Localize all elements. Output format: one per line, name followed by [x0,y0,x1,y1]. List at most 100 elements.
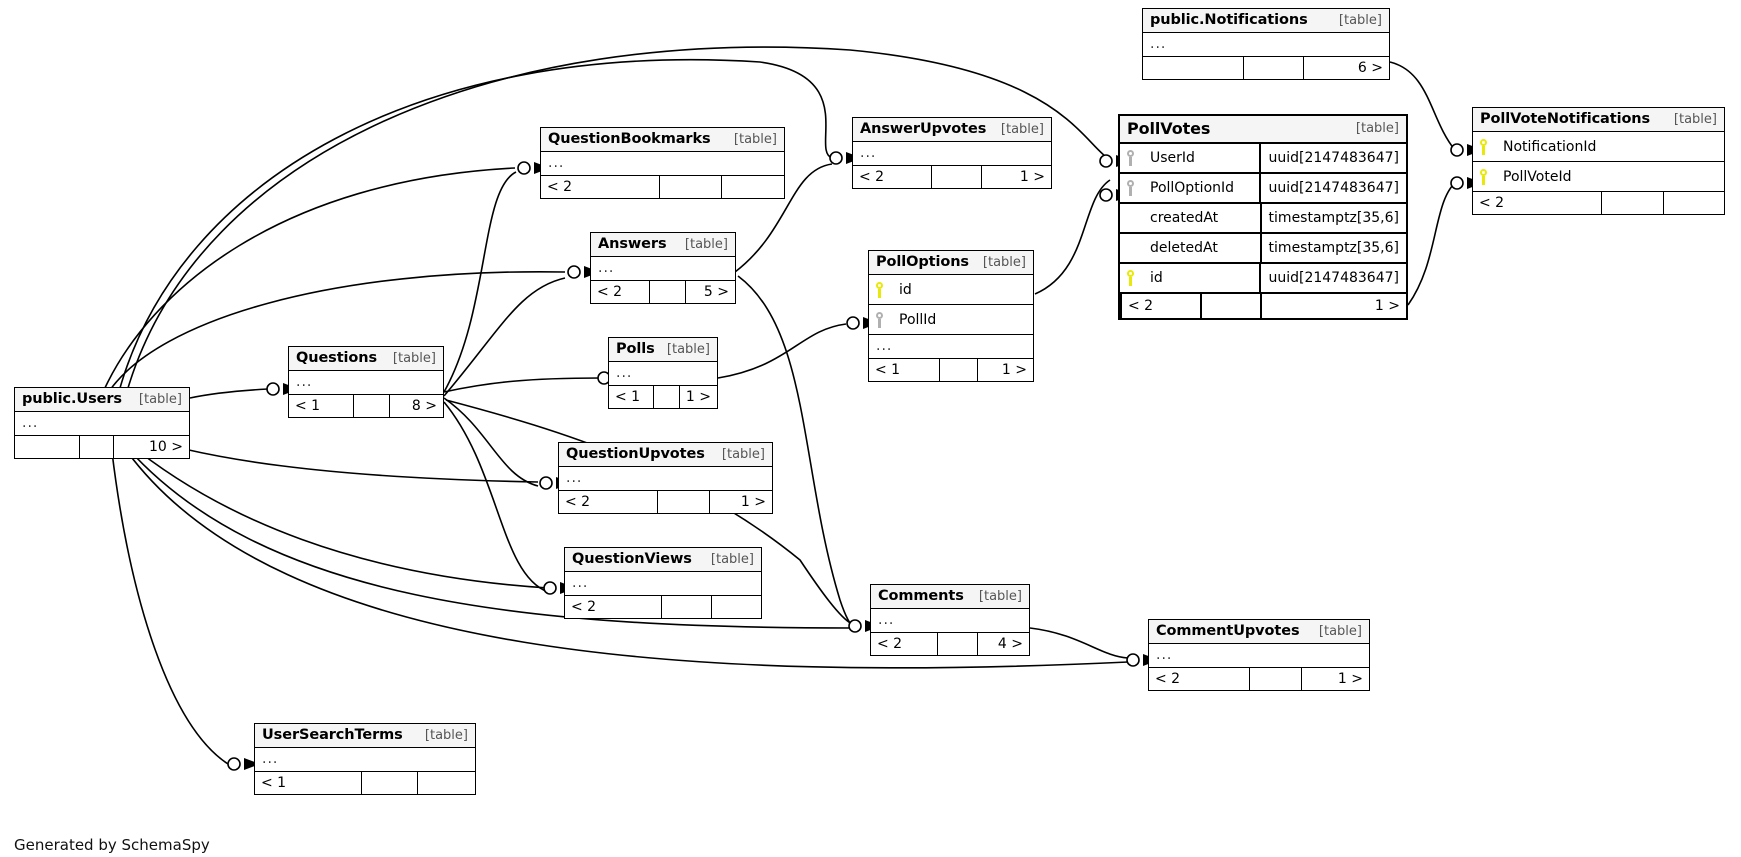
table-name: Comments [878,588,964,604]
column-row: UserId uuid[2147483647] [1120,144,1406,174]
table-node-usersearchterms[interactable]: UserSearchTerms [table] ... < 1 [254,723,476,795]
table-header: UserSearchTerms [table] [255,724,475,748]
footer-middle [661,596,711,618]
column-name-cell: createdAt [1120,210,1260,226]
table-header: Polls [table] [609,338,717,362]
table-header: QuestionBookmarks [table] [541,128,784,152]
columns-ellipsis: ... [869,335,1033,359]
columns-ellipsis: ... [1143,33,1389,57]
table-node-pollvotes[interactable]: PollVotes [table] UserId uuid[2147483647… [1118,114,1408,320]
table-node-answerupvotes[interactable]: AnswerUpvotes [table] ... < 2 1 > [852,117,1052,189]
table-node-comments[interactable]: Comments [table] ... < 2 4 > [870,584,1030,656]
column-type: uuid[2147483647] [1259,264,1406,292]
table-tag: [table] [1355,121,1399,136]
column-type: uuid[2147483647] [1259,174,1406,202]
table-node-commentupvotes[interactable]: CommentUpvotes [table] ... < 2 1 > [1148,619,1370,691]
footer-children: 4 > [977,633,1029,655]
table-node-polls[interactable]: Polls [table] ... < 1 1 > [608,337,718,409]
column-name: UserId [1150,150,1195,166]
table-node-polloptions[interactable]: PollOptions [table] id PollId ... < 1 1 … [868,250,1034,382]
footer-parents: < 1 [615,389,641,405]
columns-ellipsis: ... [289,371,443,395]
table-node-notifications[interactable]: public.Notifications [table] ... 6 > [1142,8,1390,80]
table-node-questionbookmarks[interactable]: QuestionBookmarks [table] ... < 2 [540,127,785,199]
table-header: Comments [table] [871,585,1029,609]
column-name-cell: id [1120,270,1259,286]
footer-parents: < 1 [875,362,901,378]
columns-ellipsis: ... [609,362,717,386]
footer-parents: < 1 [261,775,287,791]
table-name: PollVotes [1127,119,1211,138]
footer-children: 1 > [1301,668,1369,690]
table-node-users[interactable]: public.Users [table] ... 10 > [14,387,190,459]
column-row: PollOptionId uuid[2147483647] [1120,174,1406,204]
table-node-pollvotenotifications[interactable]: PollVoteNotifications [table] Notificati… [1472,107,1725,215]
column-row: createdAt timestamptz[35,6] [1120,204,1406,234]
columns-ellipsis: ... [1149,644,1369,668]
table-tag: [table] [684,236,728,252]
footer-children: 1 > [678,386,717,408]
column-name: PollOptionId [1150,180,1235,196]
table-name: Questions [296,350,378,366]
table-header: PollVoteNotifications [table] [1473,108,1724,132]
footer-children [711,596,761,618]
primary-key-icon [1480,138,1491,155]
footer-parents: < 1 [295,398,321,414]
footer-middle [931,166,981,188]
column-name-cell: PollId [869,311,1033,328]
table-tag: [table] [721,446,765,462]
column-type: timestamptz[35,6] [1259,204,1406,232]
table-node-questionviews[interactable]: QuestionViews [table] ... < 2 [564,547,762,619]
footer-children [721,176,784,198]
footer-children: 1 > [977,359,1033,381]
table-tag: [table] [978,588,1022,604]
columns-ellipsis: ... [541,152,784,176]
footer-parents: < 2 [1120,294,1200,318]
table-footer: < 2 5 > [591,281,735,303]
footer-children: 1 > [981,166,1051,188]
footer-middle [1200,294,1260,318]
table-header: CommentUpvotes [table] [1149,620,1369,644]
table-name: Polls [616,341,655,357]
footer-parents: < 2 [597,284,623,300]
table-name: public.Notifications [1150,12,1308,28]
table-name: QuestionViews [572,551,692,567]
footer-parents: < 2 [859,169,885,185]
table-name: public.Users [22,391,122,407]
table-header: public.Notifications [table] [1143,9,1389,33]
table-footer: < 2 [1473,192,1724,214]
column-name-cell: NotificationId [1473,138,1724,155]
footer-middle [652,386,679,408]
footer-middle [937,633,977,655]
table-name: PollVoteNotifications [1480,111,1651,127]
footer-middle [1249,668,1301,690]
table-name: AnswerUpvotes [860,121,987,137]
column-name-cell: UserId [1120,150,1259,166]
column-name: PollId [899,311,937,328]
footer-middle [939,359,977,381]
table-header: Answers [table] [591,233,735,257]
table-tag: [table] [392,350,436,366]
table-header: AnswerUpvotes [table] [853,118,1051,142]
table-node-answers[interactable]: Answers [table] ... < 2 5 > [590,232,736,304]
table-footer: < 2 1 > [559,491,772,513]
footer-middle [657,491,709,513]
table-footer: < 2 1 > [1120,294,1406,318]
table-header: Questions [table] [289,347,443,371]
table-node-questionupvotes[interactable]: QuestionUpvotes [table] ... < 2 1 > [558,442,773,514]
table-footer: < 1 1 > [869,359,1033,381]
foreign-key-icon [876,311,887,328]
table-header: PollVotes [table] [1120,116,1406,144]
columns-ellipsis: ... [591,257,735,281]
footer-parents: < 2 [565,494,591,510]
table-header: QuestionViews [table] [565,548,761,572]
table-node-questions[interactable]: Questions [table] ... < 1 8 > [288,346,444,418]
table-footer: < 1 1 > [609,386,717,408]
table-tag: [table] [1318,623,1362,639]
footer-children [1663,192,1724,214]
footer-parents: < 2 [547,179,573,195]
primary-key-icon [876,281,887,298]
columns-ellipsis: ... [15,412,189,436]
footer-children: 1 > [709,491,772,513]
